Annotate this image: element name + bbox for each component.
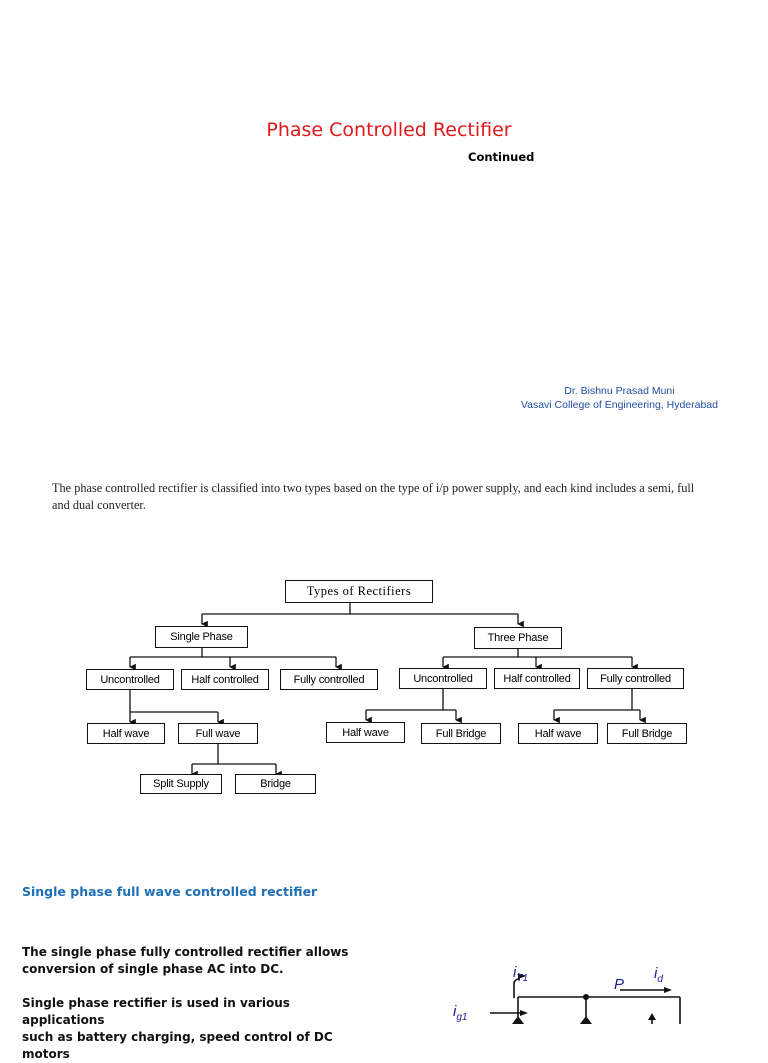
label-p: P <box>614 976 625 993</box>
paragraph-1-line-1: The single phase fully controlled rectif… <box>22 945 349 959</box>
intro-paragraph: The phase controlled rectifier is classi… <box>52 481 695 512</box>
tp-uncontrolled-node: Uncontrolled <box>399 668 487 689</box>
page-title: Phase Controlled Rectifier <box>266 119 512 141</box>
tp-fully-half-wave-node: Half wave <box>518 723 598 744</box>
page-subtitle: Continued <box>468 150 535 164</box>
diagram-connectors <box>129 603 646 778</box>
paragraph-1-line-2: conversion of single phase AC into DC. <box>22 962 284 976</box>
bridge-node: Bridge <box>235 774 316 794</box>
sp-half-wave-node: Half wave <box>87 723 165 744</box>
paragraph-1: The single phase fully controlled rectif… <box>22 944 352 978</box>
tp-half-controlled-node: Half controlled <box>494 668 580 689</box>
single-phase-node: Single Phase <box>155 626 248 648</box>
author-name: Dr. Bishnu Prasad Muni <box>564 385 675 397</box>
tp-uncontrolled-half-wave-node: Half wave <box>326 722 405 743</box>
paragraph-2: Single phase rectifier is used in variou… <box>22 995 362 1063</box>
sp-full-wave-node: Full wave <box>178 723 258 744</box>
section-heading: Single phase full wave controlled rectif… <box>22 884 318 899</box>
tp-fully-controlled-node: Fully controlled <box>587 668 684 689</box>
rectifier-classification-diagram: Types of Rectifiers Single Phase Three P… <box>0 570 768 810</box>
label-i-g1: ig1 <box>453 1003 468 1023</box>
label-i-d: id <box>654 965 663 985</box>
tp-uncontrolled-full-bridge-node: Full Bridge <box>421 723 501 744</box>
sp-uncontrolled-node: Uncontrolled <box>86 669 174 690</box>
three-phase-node: Three Phase <box>474 627 562 649</box>
sp-half-controlled-node: Half controlled <box>181 669 269 690</box>
tp-fully-full-bridge-node: Full Bridge <box>607 723 687 744</box>
circuit-schematic: iT1 P id ig1 <box>440 960 690 1024</box>
label-i-t1: iT1 <box>513 964 529 984</box>
split-supply-node: Split Supply <box>140 774 222 794</box>
paragraph-2-line-2: such as battery charging, speed control … <box>22 1030 333 1061</box>
sp-fully-controlled-node: Fully controlled <box>280 669 378 690</box>
author-affiliation: Vasavi College of Engineering, Hyderabad <box>520 399 718 411</box>
root-node: Types of Rectifiers <box>285 580 433 603</box>
circuit-wiring <box>490 973 681 1024</box>
author-block: Dr. Bishnu Prasad Muni Vasavi College of… <box>521 384 718 412</box>
